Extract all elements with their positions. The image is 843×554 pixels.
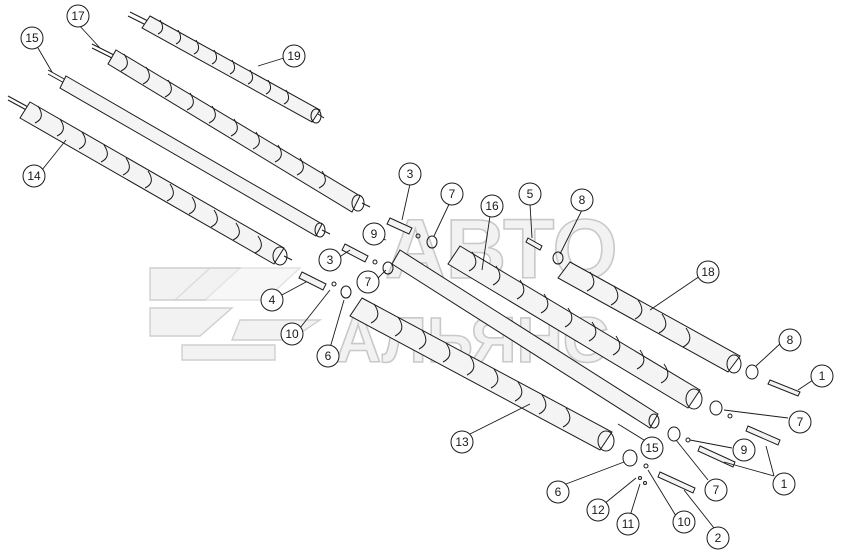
callout-15-upper-label: 15 [25,31,39,45]
callout-3-middle: 3 [318,248,342,272]
callout-6-upper: 6 [316,344,340,368]
callout-6-lower-label: 6 [555,485,562,499]
small-parts-middle [298,217,564,299]
callout-10-upper: 10 [280,322,304,346]
callout-7-right: 7 [788,410,812,434]
callout-1-lower-label: 1 [781,477,788,491]
watermark: АВТО АЛЬЯНС [149,201,618,377]
callout-9-upper: 9 [362,222,386,246]
callout-17: 17 [66,4,90,28]
callout-15-lower: 15 [640,436,664,460]
callout-19: 19 [282,44,306,68]
callout-4-label: 4 [269,293,276,307]
callout-7-middle-label: 7 [365,275,372,289]
callout-7-middle: 7 [356,270,380,294]
roller-17 [91,43,371,213]
callout-10-upper-label: 10 [285,327,299,341]
callout-8-lower: 8 [778,328,802,352]
callout-18-label: 18 [701,265,715,279]
callout-12-label: 12 [591,503,605,517]
small-parts-lower-right [622,364,801,494]
roller-19 [127,11,325,124]
callout-16: 16 [480,194,504,218]
roller-16 [447,245,703,410]
callout-11: 11 [616,512,640,536]
callout-7-lower-label: 7 [713,483,720,497]
callout-3-upper-label: 3 [407,167,414,181]
callout-11-label: 11 [622,517,635,531]
callout-8-upper: 8 [570,188,594,212]
roller-13 [349,297,615,452]
callout-13: 13 [450,430,474,454]
callout-6-lower: 6 [546,480,570,504]
callout-5: 5 [518,182,542,206]
callout-9-upper-label: 9 [371,227,378,241]
callout-5-label: 5 [527,187,534,201]
callout-1-lower: 1 [772,472,796,496]
callouts: 17 19 15 14 3 7 9 3 7 4 10 6 16 5 8 18 8… [20,4,834,550]
callout-12: 12 [586,498,610,522]
callout-9-lower: 9 [732,438,756,462]
shaft-15-upper [47,69,331,238]
avtoalyans-logo [149,267,323,361]
callout-14-label: 14 [27,169,41,183]
callout-4: 4 [260,288,284,312]
callout-7-right-label: 7 [797,415,804,429]
callout-15-upper: 15 [20,26,44,50]
callout-13-label: 13 [455,435,469,449]
callout-2: 2 [706,526,730,550]
callout-10-lower-label: 10 [677,515,691,529]
callout-18: 18 [696,260,720,284]
callout-3-middle-label: 3 [327,253,334,267]
callout-7-lower: 7 [704,478,728,502]
callout-10-lower: 10 [672,510,696,534]
callout-16-label: 16 [485,199,499,213]
callout-14: 14 [22,164,46,188]
callout-1-upper: 1 [810,364,834,388]
callout-9-lower-label: 9 [741,443,748,457]
roller-14 [7,95,293,266]
callout-3-upper: 3 [398,162,422,186]
callout-2-label: 2 [715,531,722,545]
callout-1-upper-label: 1 [819,369,826,383]
shaft-15-lower [391,249,660,429]
callout-8-upper-label: 8 [579,193,586,207]
callout-15-lower-label: 15 [645,441,659,455]
callout-19-label: 19 [287,49,301,63]
callout-7-upper-label: 7 [449,187,456,201]
callout-8-lower-label: 8 [787,333,794,347]
callout-17-label: 17 [71,9,85,23]
callout-6-upper-label: 6 [325,349,332,363]
roller-18 [557,261,742,374]
callout-7-upper: 7 [440,182,464,206]
